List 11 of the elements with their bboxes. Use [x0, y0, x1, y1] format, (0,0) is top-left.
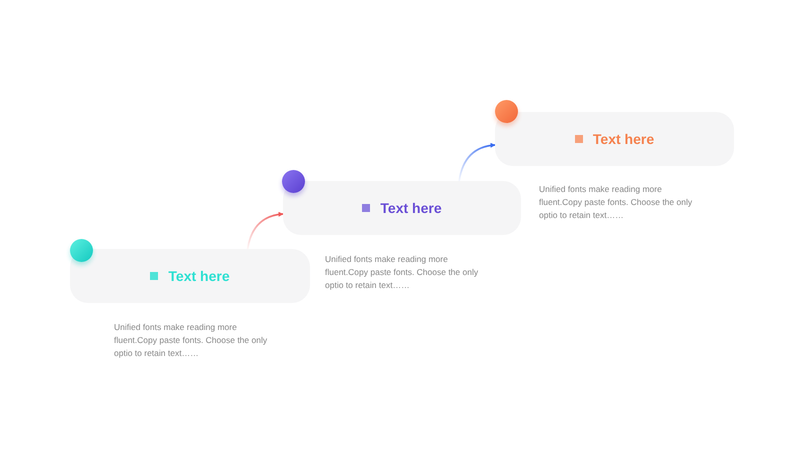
card-title: Text here [380, 200, 442, 216]
curved-arrow [458, 143, 496, 182]
text-card [283, 181, 521, 235]
description-text: Unified fonts make reading more fluent.Copy paste fonts. Choose the only optio to retain text…… [325, 253, 480, 292]
description-text: Unified fonts make reading more fluent.Copy paste fonts. Choose the only optio to retain text…… [114, 321, 268, 360]
curved-arrow [246, 212, 284, 250]
text-card [70, 249, 310, 303]
text-card [495, 112, 734, 166]
description-text: Unified fonts make reading more fluent.Copy paste fonts. Choose the only optio to retain text…… [539, 183, 694, 222]
card-title: Text here [592, 131, 654, 147]
card-title: Text here [168, 268, 230, 284]
